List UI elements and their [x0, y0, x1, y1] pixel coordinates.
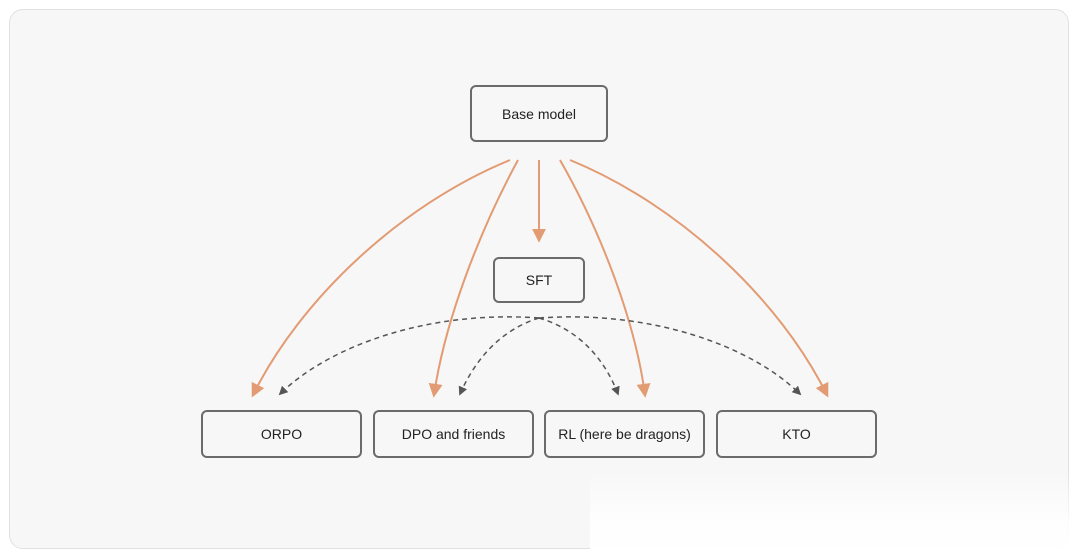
node-base-model: Base model: [470, 85, 608, 142]
edge-base-to-kto: [569, 159, 829, 398]
edge-base-to-orpo: [251, 159, 511, 398]
node-kto-label: KTO: [782, 426, 811, 442]
node-sft: SFT: [493, 257, 585, 303]
node-dpo-label: DPO and friends: [401, 426, 506, 442]
node-base-model-label: Base model: [502, 105, 576, 122]
edge-sft-to-orpo: [278, 316, 540, 396]
edge-sft-to-dpo: [458, 317, 540, 396]
edge-sft-to-kto: [538, 316, 802, 396]
node-rl: RL (here be dragons): [544, 410, 705, 458]
edge-base-to-rl: [559, 159, 651, 398]
node-rl-label: RL (here be dragons): [558, 426, 691, 442]
node-dpo: DPO and friends: [373, 410, 534, 458]
node-orpo-label: ORPO: [260, 426, 303, 442]
edge-sft-to-rl: [538, 317, 620, 396]
node-sft-label: SFT: [525, 272, 553, 288]
node-kto: KTO: [716, 410, 877, 458]
node-orpo: ORPO: [201, 410, 362, 458]
edge-base-to-dpo: [428, 159, 519, 398]
